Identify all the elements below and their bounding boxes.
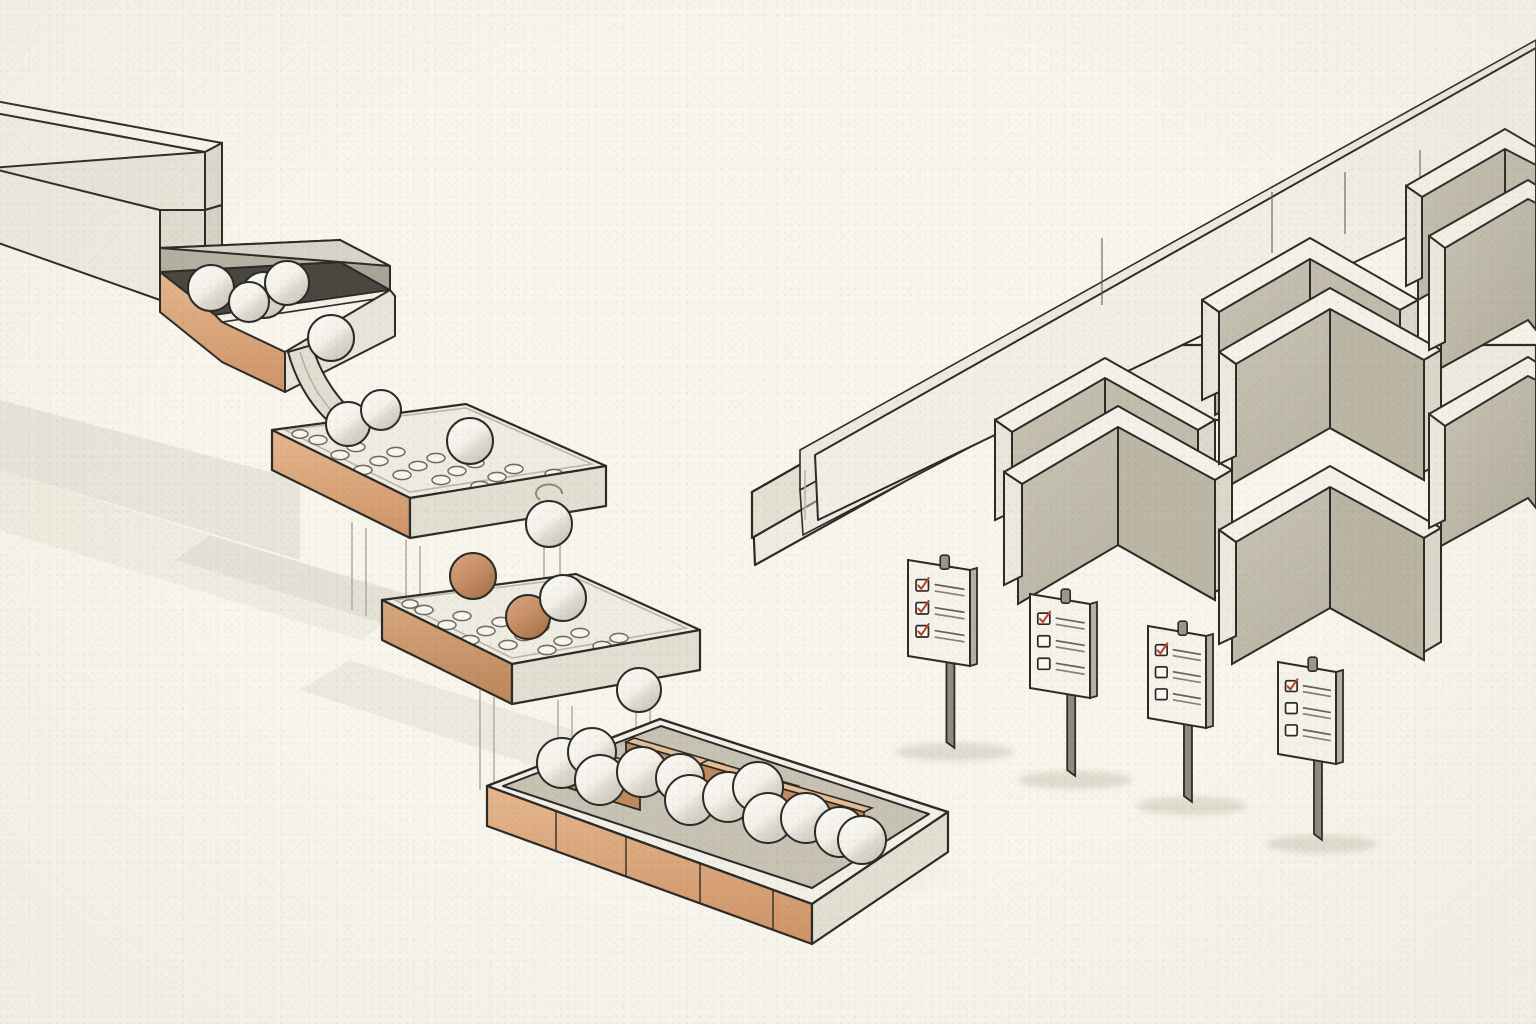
check-mark-icon [917, 600, 930, 613]
sign-post [945, 650, 956, 750]
bin-balls [536, 727, 887, 865]
sign-text-line [1172, 693, 1202, 700]
sign-text-line [1172, 670, 1202, 678]
sign-text-line [1172, 654, 1202, 662]
checkbox-empty-icon[interactable] [1036, 634, 1051, 648]
sign-shadow [1136, 797, 1247, 815]
sign-clip-icon [1307, 656, 1318, 673]
sign-post [1313, 748, 1323, 842]
sign-text-line [1302, 729, 1332, 736]
sign-text-line [1055, 668, 1085, 675]
sign-post [1066, 682, 1077, 778]
bin-front-panels [485, 784, 950, 946]
sign-shadow [895, 743, 1014, 761]
cubby-cell[interactable] [1218, 465, 1442, 666]
chute-ball [307, 314, 355, 362]
sign-shadow [1266, 835, 1377, 853]
check-mark-icon [1038, 610, 1052, 624]
sign-text-line [934, 590, 965, 597]
sign-text-line [1172, 648, 1202, 656]
sign-text-line [1172, 699, 1202, 706]
sign-text-line [1302, 706, 1332, 714]
sign-text-line [1055, 646, 1085, 653]
sign-text-line [1302, 684, 1332, 692]
sign-text-line [1302, 735, 1332, 742]
sign-text-line [1302, 690, 1332, 698]
checklist-sign-4[interactable] [1266, 656, 1377, 853]
cubby-cell[interactable] [1428, 179, 1536, 370]
sign-text-line [1055, 617, 1085, 624]
sign-clip-icon [1177, 620, 1188, 637]
sign-text-line [1055, 662, 1085, 669]
sign-clip-icon [1060, 588, 1071, 605]
sizing-tray-lower[interactable] [380, 552, 702, 706]
checkbox-empty-icon[interactable] [1284, 702, 1298, 715]
sign-board-edge [1205, 632, 1214, 730]
cubby-row-near[interactable] [1218, 356, 1536, 666]
checkbox-empty-icon[interactable] [1154, 688, 1168, 701]
sign-text-line [1055, 639, 1085, 647]
sign-text-line [934, 636, 965, 643]
sign-board-edge [1089, 600, 1098, 700]
sign-text-line [934, 629, 965, 637]
checkbox-empty-icon[interactable] [1284, 724, 1298, 737]
sign-board-edge [969, 566, 978, 668]
checkbox-empty-icon[interactable] [1154, 666, 1168, 679]
check-mark-icon [1286, 678, 1299, 691]
sign-clip-icon [939, 554, 951, 571]
storage-rack[interactable] [750, 39, 1536, 700]
sign-text-line [1172, 676, 1202, 684]
tray-lower-balls [449, 552, 587, 640]
hopper-balls [187, 260, 310, 323]
sign-post [1183, 712, 1193, 804]
checklist-sign-1[interactable] [895, 554, 1014, 761]
collection-bin[interactable] [485, 717, 950, 946]
transfer-ball-lower [616, 667, 662, 713]
checkbox-empty-icon[interactable] [1036, 657, 1051, 671]
check-mark-icon [1156, 642, 1169, 655]
sign-shadow [1018, 771, 1132, 789]
cubby-cell[interactable] [1218, 287, 1442, 486]
check-mark-icon [917, 623, 930, 636]
sign-text-line [1302, 712, 1332, 720]
sign-text-line [934, 583, 965, 591]
checklist-sign-2[interactable] [1018, 588, 1132, 789]
checklist-sign-3[interactable] [1136, 620, 1247, 815]
sizing-tray-upper[interactable] [270, 389, 608, 540]
infeed-conveyor[interactable] [0, 100, 397, 393]
checklist-signs[interactable] [895, 554, 1377, 853]
cubby-cell[interactable] [1428, 356, 1536, 548]
sign-board-edge [1335, 668, 1344, 766]
transfer-ball-upper [525, 500, 573, 548]
sign-text-line [934, 606, 965, 614]
sign-text-line [1055, 623, 1085, 630]
sign-text-line [934, 613, 965, 620]
check-mark-icon [917, 577, 930, 590]
tray-upper-balls [325, 389, 494, 465]
